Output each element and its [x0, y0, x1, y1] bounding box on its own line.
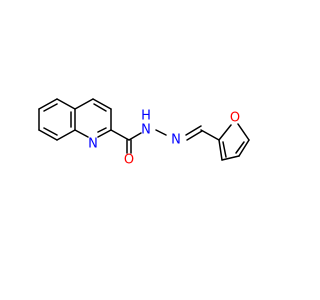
molecule-diagram: N O N H N O: [38, 98, 250, 168]
amide-group: [110, 129, 142, 154]
quinoline-nitrogen-label: N: [88, 137, 98, 152]
furan-ring: [218, 123, 250, 161]
furan-oxygen-label: O: [230, 111, 240, 126]
amide-nitrogen-label: N: [141, 123, 151, 138]
benzo-ring: [38, 98, 76, 141]
amide-hydrogen-label: H: [141, 109, 151, 124]
structure-drawing: N O N H N O: [38, 98, 250, 168]
pyridine-ring: [74, 98, 112, 138]
imine-nitrogen-label: N: [171, 133, 181, 148]
carbonyl-oxygen-label: O: [124, 153, 134, 168]
hydrazone-linkage: [155, 125, 220, 141]
